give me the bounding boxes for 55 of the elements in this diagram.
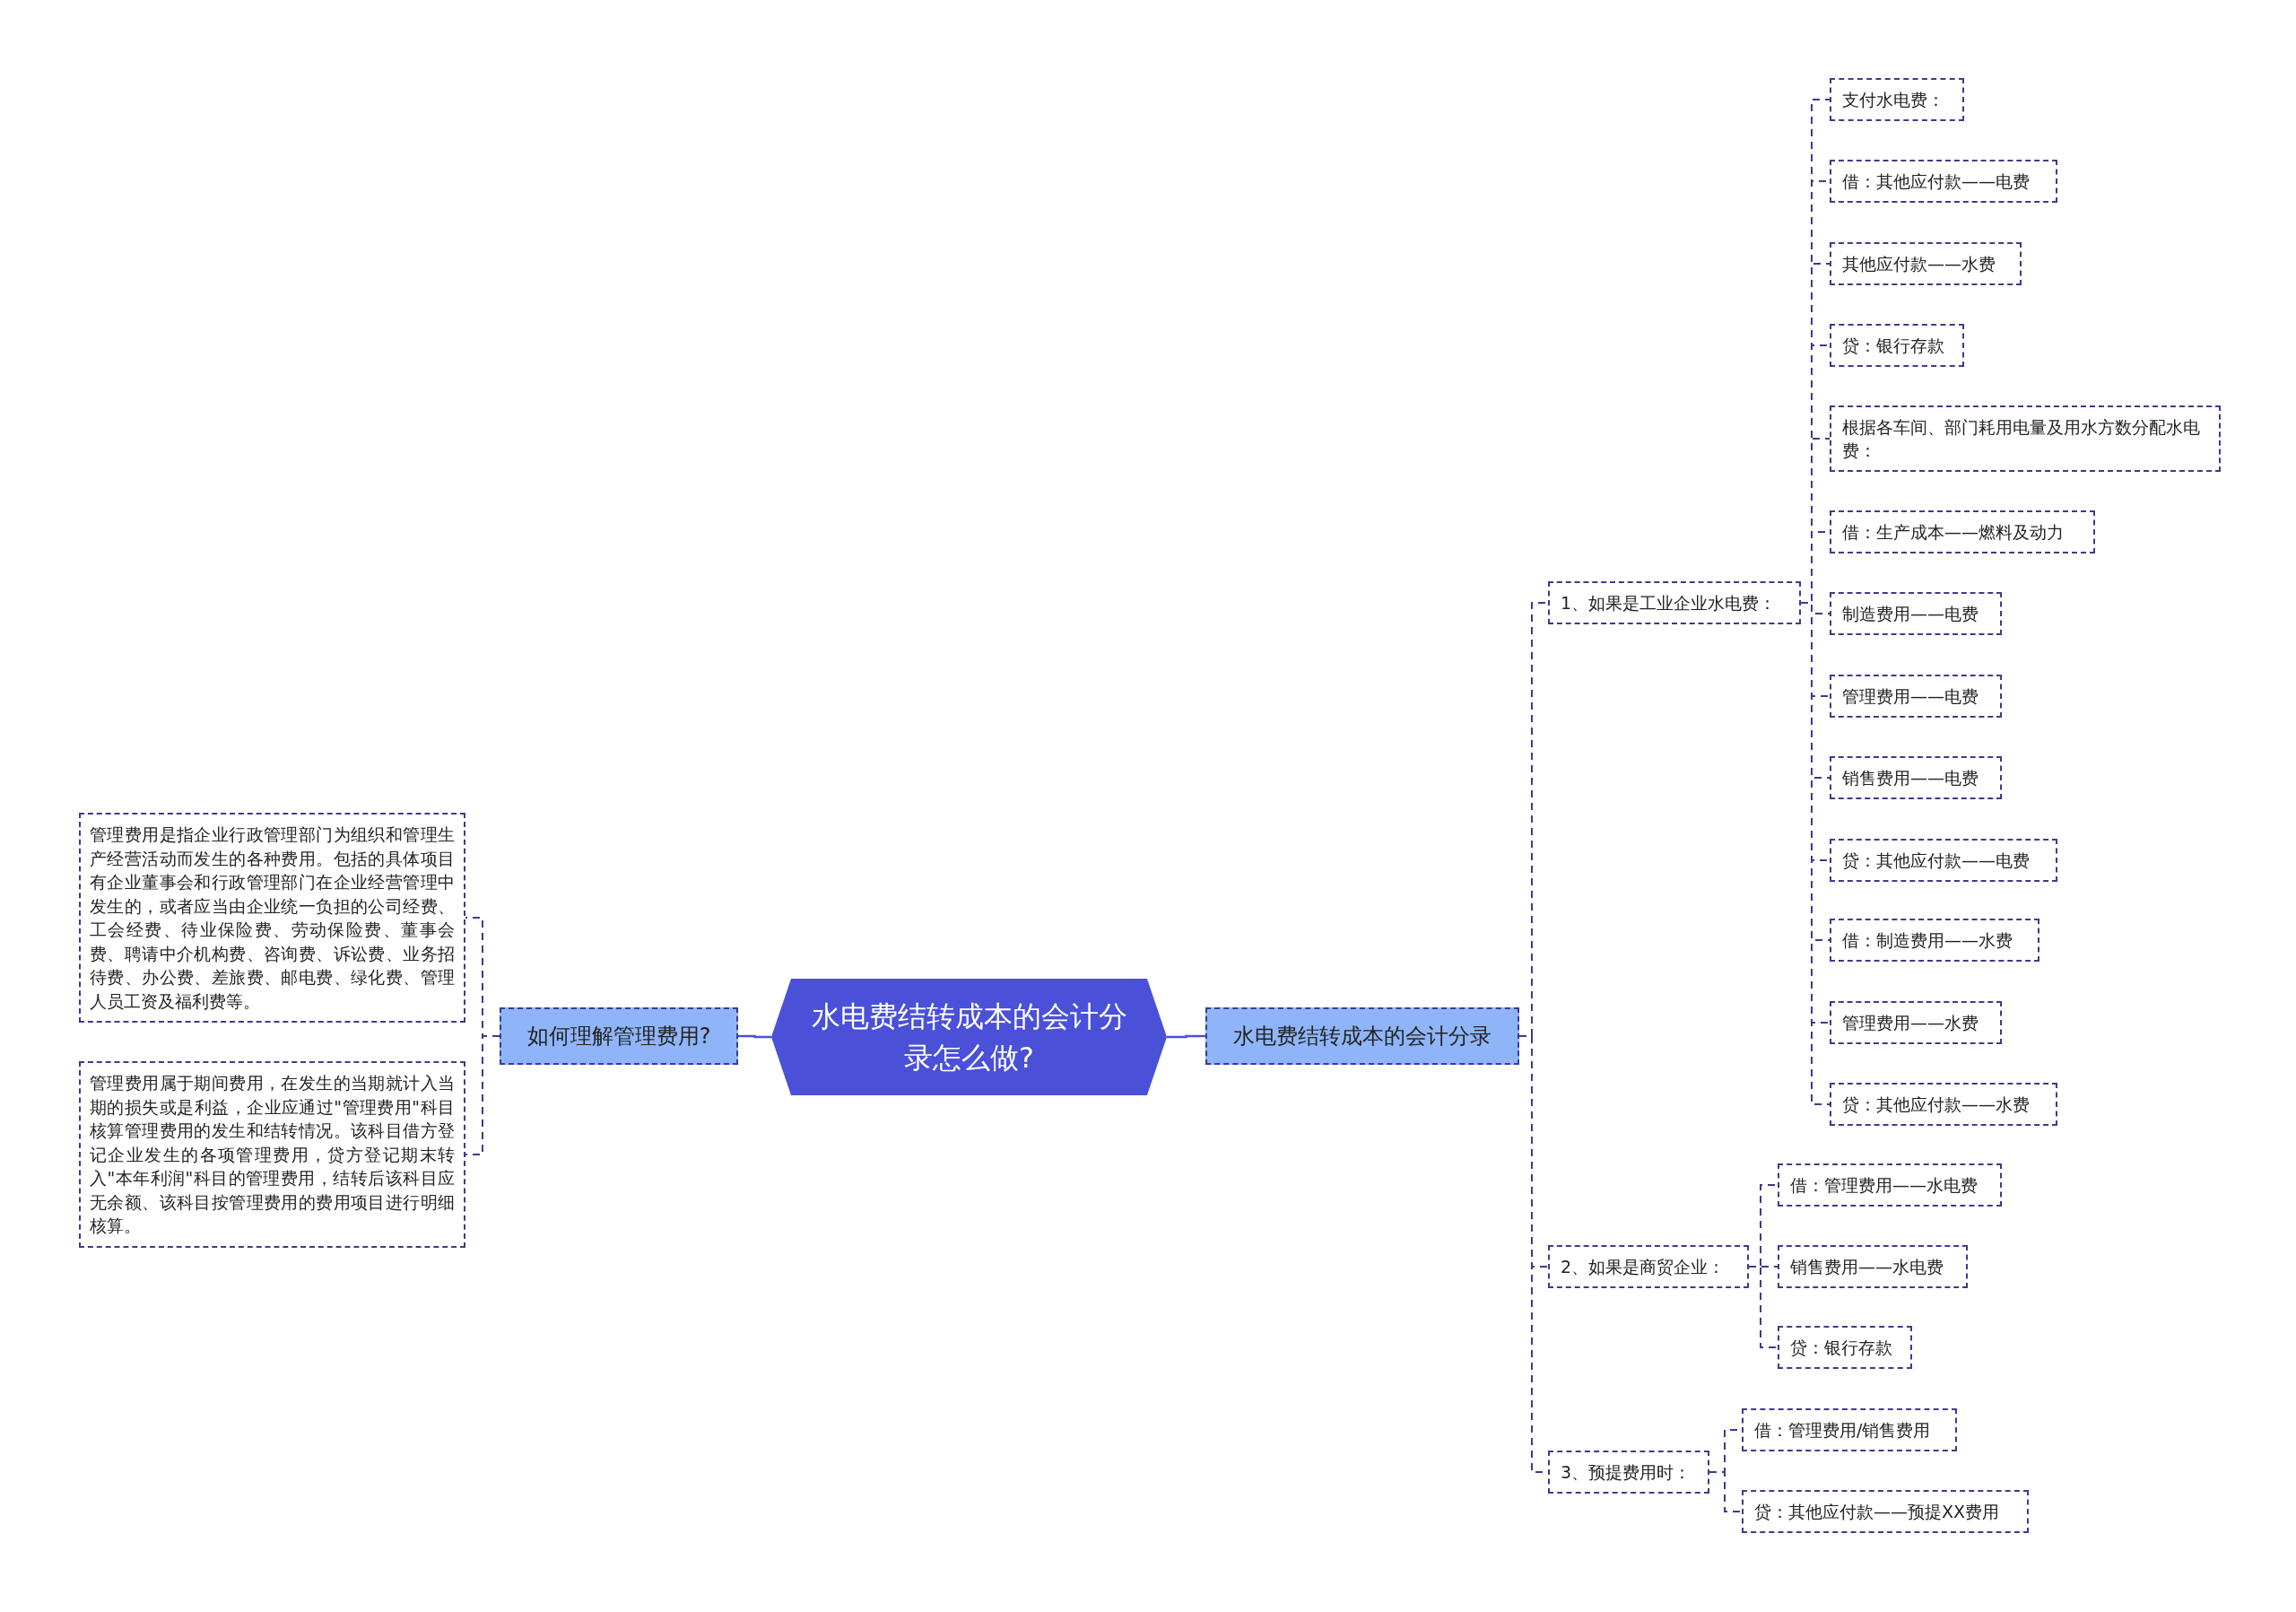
connector-line (1709, 1471, 1743, 1512)
note-text: 管理费用是指企业行政管理部门为组织和管理生产经营活动而发生的各种费用。包括的具体项目有企业董事会和行政管理部门在企业经营管理中发生的，或者应当由企业统一负担的公司经费、工会经费、待业保险费、劳动保险费、董事会费、聘请中介机构费、咨询费、诉讼费、业务招待费、办公费、差旅费、邮电费、绿化费、管理人员工资及福利费等。 (90, 823, 455, 1013)
subtopic-box (1742, 1408, 1957, 1451)
subtopic-box (1830, 675, 2002, 718)
connector-line (1167, 1034, 1205, 1039)
note-box (79, 1061, 465, 1248)
topic-label: 1、如果是工业企业水电费： (1561, 592, 1777, 614)
topic-label: 2、如果是商贸企业： (1561, 1256, 1726, 1278)
note-text: 管理费用属于期间费用，在发生的当期就计入当期的损失或是利益，企业应通过"管理费用"科目核算管理费用的发生和结转情况。该科目借方登记企业发生的各项管理费用，贷方登记期末转入"本年利润"科目的管理费用，结转后该科目应无余额、该科目按管理费用的费用项目进行明细核算。 (90, 1072, 455, 1238)
subtopic-box (1830, 324, 1964, 367)
topic-label: 借：生产成本——燃料及动力 (1842, 521, 2064, 544)
subtopic-box (1830, 1083, 2057, 1126)
topic-label: 贷：其他应付款——预提XX费用 (1754, 1501, 2000, 1523)
topic-label: 贷：银行存款 (1790, 1337, 1892, 1359)
topic-label: 制造费用——电费 (1842, 603, 1979, 625)
topic-label: 贷：其他应付款——水费 (1842, 1094, 2030, 1116)
topic-label: 水电费结转成本的会计分录 (1233, 1023, 1492, 1050)
topic-label: 销售费用——电费 (1842, 767, 1979, 789)
subtopic-box (1778, 1163, 2002, 1207)
topic-label: 借：管理费用/销售费用 (1754, 1419, 1931, 1442)
topic-label: 如何理解管理费用? (526, 1023, 711, 1050)
subtopic-box (1548, 1451, 1709, 1494)
topic-label: 管理费用——电费 (1842, 685, 1979, 708)
topic-label: 借：管理费用——水电费 (1790, 1174, 1978, 1197)
subtopic-box (1830, 405, 2221, 472)
connector-line (465, 1035, 500, 1155)
topic-label: 销售费用——水电费 (1790, 1256, 1944, 1278)
connector-line (1748, 1266, 1779, 1348)
subtopic-box (1778, 1245, 1968, 1288)
main-topic-box (1205, 1007, 1519, 1065)
topic-label: 根据各车间、部门耗用电量及用水方数分配水电费： (1842, 416, 2201, 462)
subtopic-box (1830, 78, 1964, 121)
subtopic-box (1778, 1326, 1912, 1369)
connector-line (738, 1034, 771, 1039)
topic-label: 借：制造费用——水费 (1842, 929, 2013, 952)
subtopic-box (1548, 581, 1801, 624)
subtopic-box (1830, 242, 2022, 285)
topic-label: 贷：其他应付款——电费 (1842, 850, 2030, 872)
topic-label: 其他应付款——水费 (1842, 253, 1996, 275)
subtopic-box (1742, 1490, 2029, 1533)
topic-label: 借：其他应付款——电费 (1842, 170, 2030, 193)
topic-label: 水电费结转成本的会计分录怎么做? (810, 998, 1128, 1076)
subtopic-box (1830, 839, 2057, 882)
topic-label: 支付水电费： (1842, 89, 1944, 111)
subtopic-box (1548, 1245, 1749, 1288)
subtopic-box (1830, 592, 2002, 635)
subtopic-box (1830, 510, 2095, 553)
subtopic-box (1830, 756, 2002, 799)
main-topic-box (500, 1007, 738, 1065)
topic-label: 3、预提费用时： (1561, 1461, 1692, 1484)
topic-label: 贷：银行存款 (1842, 335, 1944, 357)
subtopic-box (1830, 919, 2039, 962)
topic-label: 管理费用——水费 (1842, 1012, 1979, 1034)
subtopic-box (1830, 1001, 2002, 1044)
subtopic-box (1830, 160, 2057, 203)
